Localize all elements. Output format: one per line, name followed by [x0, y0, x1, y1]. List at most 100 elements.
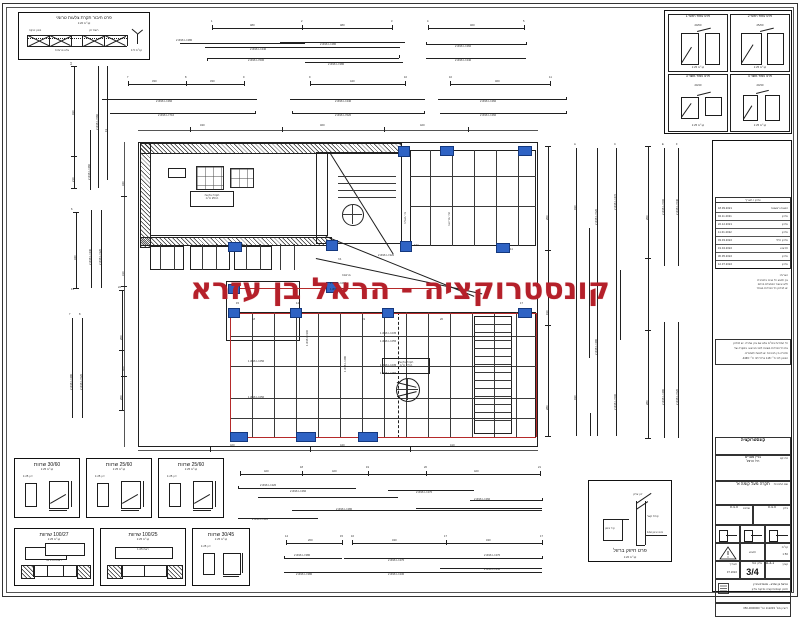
span-dim: 330 — [210, 80, 215, 83]
bar-label: 2 Ø16 L=420 — [260, 484, 277, 487]
column-marker[interactable] — [398, 146, 410, 157]
dim-label: 280 — [646, 400, 649, 405]
column-marker[interactable] — [518, 146, 532, 156]
beam-detail-100-25[interactable]: 100/25 שרוות קנ״מ 1:25 רשת 1:25 — [100, 528, 186, 586]
revision-table-header: עדכון / תאריך — [716, 199, 790, 204]
grid-tag: 13 — [71, 288, 75, 291]
column-detail-1[interactable]: פרט עמוד ראשי 1 20/60 קנ״מ 1:25 — [668, 14, 728, 72]
rebar-schedule-top: 1 2 3 480 480 2 Ø16 L=480 2 Ø16 L=440 2 … — [102, 14, 660, 134]
grid-tag: 15 — [340, 535, 344, 538]
column-marker[interactable] — [440, 146, 454, 156]
table-row[interactable]: 03.03.2022 עדכון כללי — [716, 237, 790, 245]
beam-size: 30/60 — [47, 462, 61, 468]
beam-detail-100-27[interactable]: 100/27 שרוות קנ״מ 1:25 4x רשת 1:25 — [14, 528, 94, 586]
notes-heading: הערות: — [779, 274, 788, 277]
bar-label: 2 Ø16 L=320 — [99, 248, 102, 265]
column-marker[interactable] — [518, 308, 532, 318]
title-block[interactable]: עדכון / תאריך 18.09.2021 הוצאה ראשונה 04… — [712, 140, 792, 617]
detail-label-rib: צלע טרומית — [55, 49, 69, 52]
beam-tag: 13A — [414, 244, 419, 247]
beam-detail-note: 4x רשת 1:25 — [46, 559, 62, 562]
plan-red-line-bottom — [230, 437, 536, 438]
bar-label: 2 Ø16 L=440 — [455, 59, 472, 62]
stair-lower-right — [474, 316, 512, 434]
beam-size: 25/60 — [119, 462, 133, 468]
bar-label: 2 Ø16 L=460 — [480, 100, 497, 103]
beam-detail-scale: קנ״מ 1:25 — [40, 468, 54, 471]
column-marker[interactable] — [228, 284, 240, 294]
table-row[interactable]: 18.09.2021 הוצאה ראשונה — [716, 205, 790, 213]
column-marker[interactable] — [296, 432, 316, 442]
dim-label: 430 — [200, 124, 205, 127]
warning-triangle-icon — [719, 546, 737, 560]
rebar-schedule-bottom: 18 19 20 21 420 420 420 2 Ø16 L=420 2 Ø1… — [228, 458, 568, 586]
grid-tag: 17 — [540, 535, 544, 538]
dim-label: 420 — [230, 444, 235, 447]
engineer-stamp[interactable]: הראל בן עזרא - מהנדס בניין תכנון קונסטרו… — [715, 579, 791, 603]
detail-panel-reinforcement[interactable]: קיר בטון זיון עליון קורת קשר מוט עיגון 1… — [588, 480, 672, 562]
beam-detail-25-60-b[interactable]: 25/60 שרוות קנ״מ 1:25 זיון 1:25 — [158, 458, 224, 518]
column-marker[interactable] — [400, 241, 412, 252]
detail-title: פרט חיבור תקרת צלעות טרומי — [56, 15, 112, 20]
bar-label: 2 Ø16 L=480 — [595, 338, 598, 355]
slab-note-box-2 — [382, 358, 430, 374]
beam-word: שרוות — [39, 532, 52, 538]
grid-tag: F — [676, 143, 678, 146]
column-marker[interactable] — [358, 432, 378, 442]
column-detail-2[interactable]: פרט עמוד ראשי 2 25/60 קנ״מ 1:25 — [730, 14, 790, 72]
mesh-block-1 — [196, 166, 224, 190]
column-marker[interactable] — [496, 243, 510, 253]
general-note-line: את כל המידות בשטח לפני הביצוע. במקרה של — [734, 347, 788, 350]
plan-bar-label: 1 Ø16 L=250 — [248, 396, 265, 399]
beam-detail-30-45[interactable]: 30/45 שרוות קנ״מ 1:25 זיון 1:25 — [192, 528, 250, 586]
table-row[interactable]: 22.12.2021 עדכון — [716, 221, 790, 229]
column-marker[interactable] — [382, 308, 394, 318]
column-marker[interactable] — [228, 242, 242, 252]
plan-bar-label: 2 Ø16 L=320 — [378, 254, 395, 257]
column-marker[interactable] — [326, 240, 338, 251]
bar-label: 2 Ø16 L=470 — [416, 491, 433, 494]
table-row[interactable]: 12.07.2022 עדכון — [716, 261, 790, 269]
column-marker[interactable] — [326, 282, 338, 293]
grid-tag: 12 — [70, 61, 73, 65]
span-dim: 480 — [250, 24, 255, 27]
table-row[interactable]: 30.05.2022 עדכון — [716, 253, 790, 261]
revision-date: 19.04.2022 — [718, 247, 732, 250]
column-marker[interactable] — [228, 308, 240, 318]
bar-label: 2 Ø16 L=460 — [156, 100, 173, 103]
table-row[interactable]: 19.04.2022 לביצוע — [716, 245, 790, 253]
revision-table[interactable]: עדכון / תאריך 18.09.2021 הוצאה ראשונה 04… — [715, 197, 791, 269]
file-label: קובץ — [782, 563, 788, 566]
sheet-border-inner — [6, 7, 794, 593]
plan-room-label: חדר מדרגות — [448, 211, 451, 226]
general-note-line: סתירה בין תוכניות יש לפנות למהנדס. — [744, 352, 788, 355]
room-lower-left-b — [190, 246, 230, 270]
table-row[interactable]: 04.11.2021 עדכון — [716, 213, 790, 221]
grid-tag: 9 — [309, 76, 311, 79]
column-detail-4[interactable]: פרט עמוד משני 4 20/30 קנ״מ 1:25 — [730, 74, 790, 132]
beam-word: שרוות — [33, 462, 47, 468]
bar-label: 2 Ø16 L=520 — [335, 114, 352, 117]
span-dim: 200 — [308, 539, 313, 542]
bar-label: 2 Ø16 L=470 — [388, 559, 405, 562]
detail-label-wall: קיר בטון — [605, 527, 615, 530]
column-marker[interactable] — [230, 432, 248, 442]
span-dim: 430 — [392, 539, 397, 542]
revision-desc: הוצאה ראשונה — [770, 207, 788, 210]
column-marker[interactable] — [290, 308, 302, 318]
dim-label: 430 — [574, 395, 577, 400]
beam-detail-30-60[interactable]: 30/60 שרוות קנ״מ 1:25 זיון 1:25 — [14, 458, 80, 518]
detail-title: פרט חיזוק ברזול — [613, 548, 647, 554]
sheet-number-cell: גליון מס' 3/4 — [740, 561, 765, 579]
beam-detail-25-60-a[interactable]: 25/60 שרוות קנ״מ 1:25 זיון 1:25 — [86, 458, 152, 518]
beam-size: 100/25 — [142, 532, 158, 538]
span-dim: 420 — [332, 470, 337, 473]
table-row[interactable]: 11.01.2022 עדכון — [716, 229, 790, 237]
beam-detail-note: רשת 1:25 — [137, 548, 149, 551]
bar-label: 2 Ø16 L=520 — [595, 208, 598, 225]
detail-panel-precast-rib[interactable]: פרט חיבור תקרת צלעות טרומי קנ״מ 1:20 בטו… — [18, 12, 150, 60]
column-detail-3[interactable]: פרט עמוד משני 3 20/40 קנ״מ 1:25 — [668, 74, 728, 132]
column-detail-scale: קנ״מ 1:25 — [753, 66, 767, 69]
grid-tag: 10 — [449, 76, 453, 79]
